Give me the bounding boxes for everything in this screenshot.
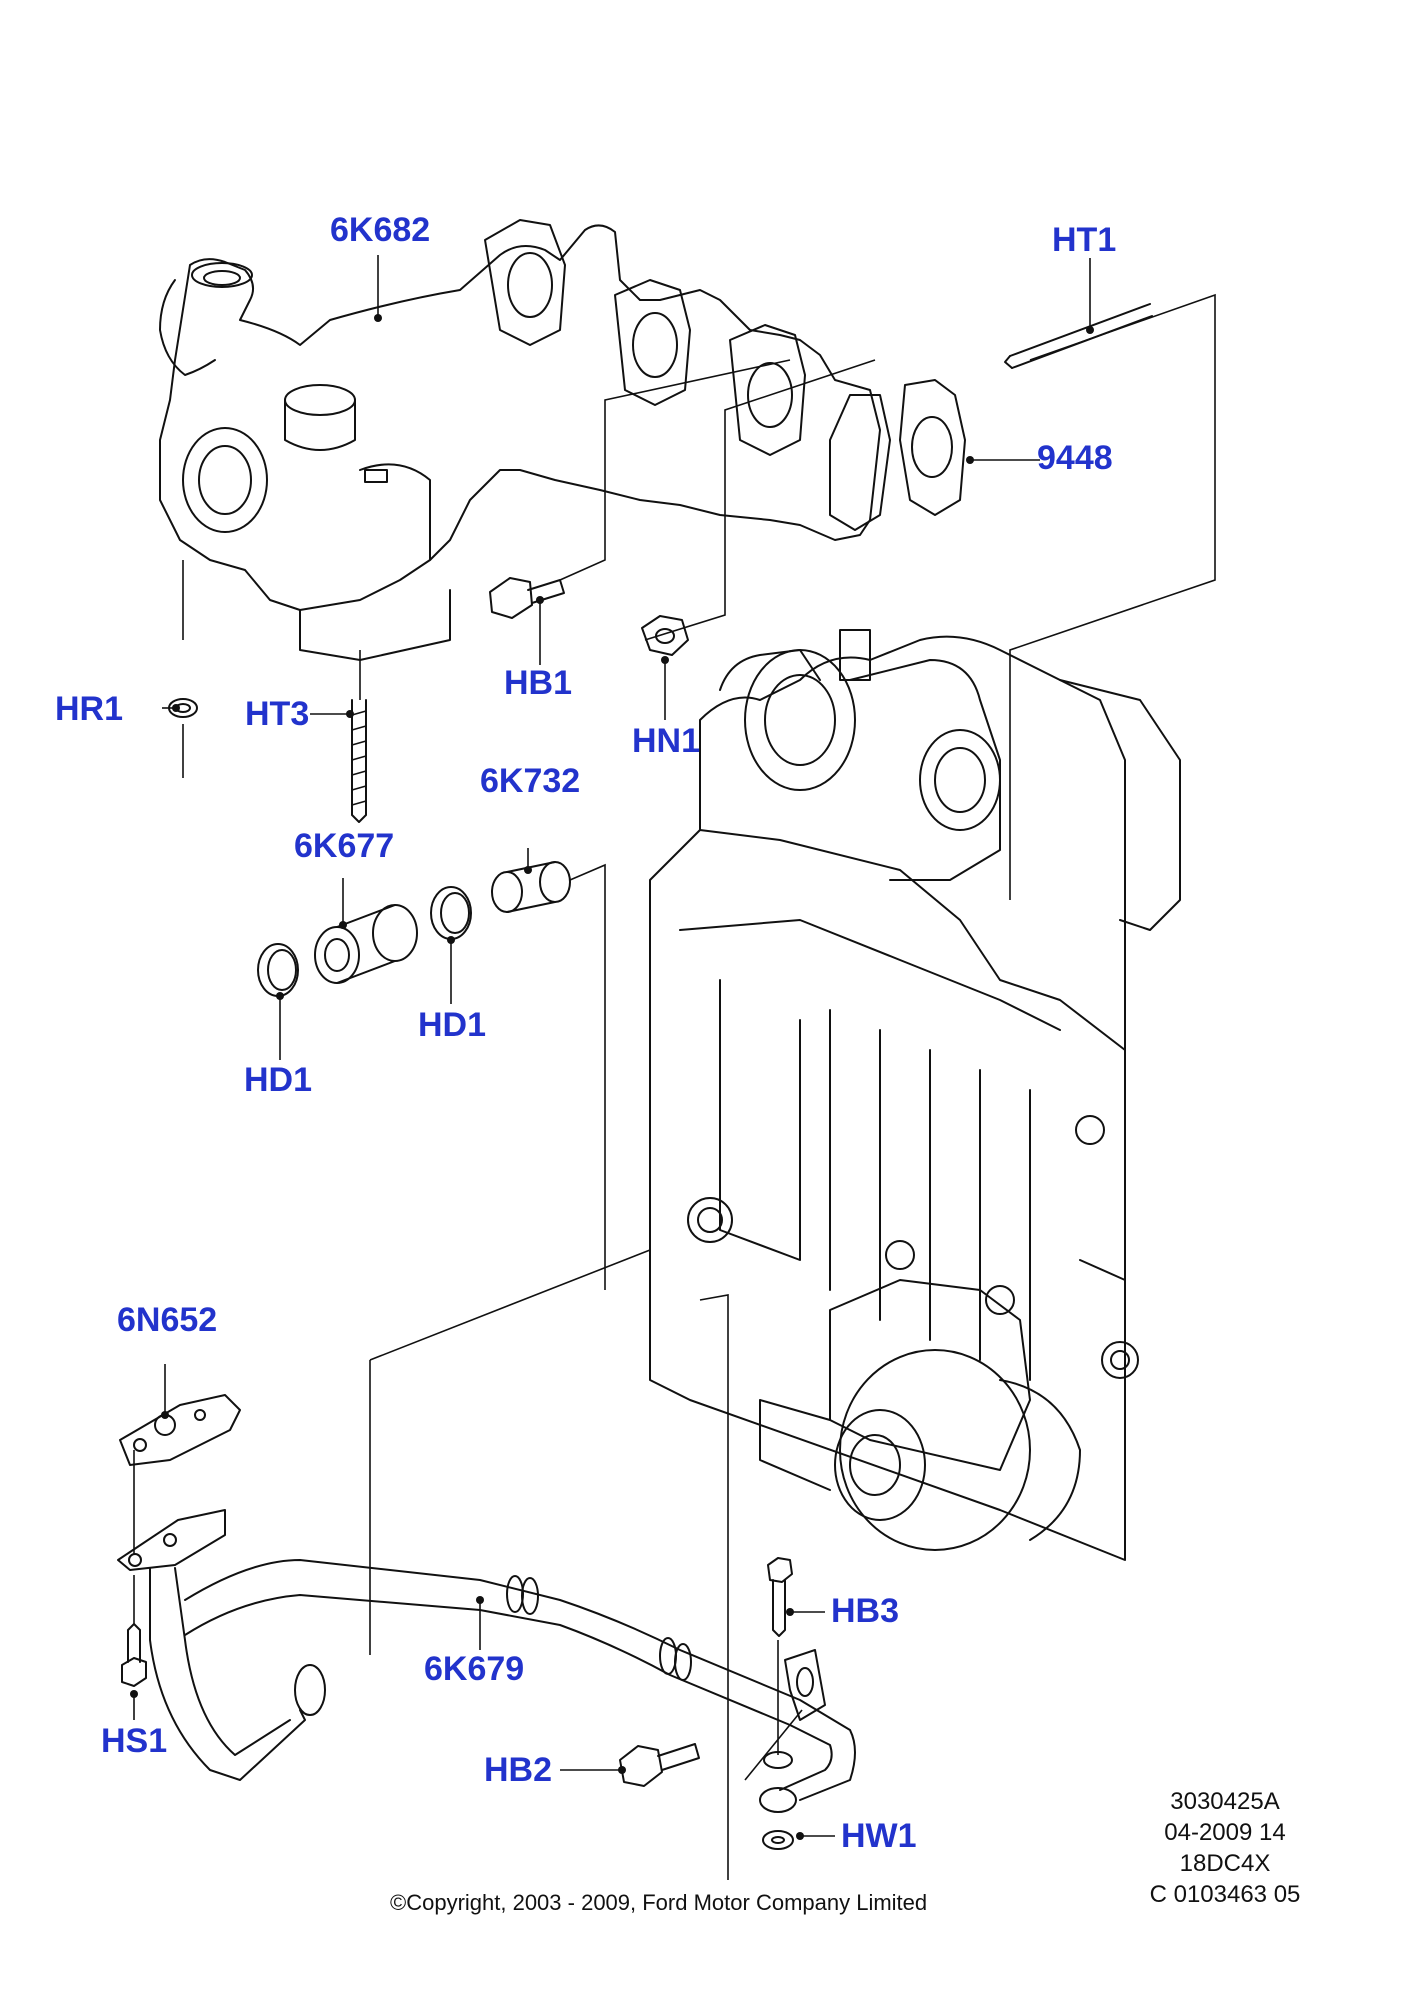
label-HD1-right: HD1 xyxy=(418,1006,487,1044)
engine-block-drawing xyxy=(649,629,1181,1561)
label-HS1: HS1 xyxy=(101,1722,168,1760)
label-HB2: HB2 xyxy=(484,1751,553,1789)
reference-code-1: 3030425A xyxy=(1170,1788,1280,1815)
label-6K679: 6K679 xyxy=(424,1650,525,1688)
reference-code-2: 04-2009 14 xyxy=(1164,1819,1286,1846)
label-6K732: 6K732 xyxy=(480,762,581,800)
exhaust-manifold-drawing xyxy=(159,219,966,661)
label-HT1: HT1 xyxy=(1052,221,1117,259)
label-HN1: HN1 xyxy=(632,722,701,760)
label-HW1: HW1 xyxy=(841,1817,917,1855)
leader-lines xyxy=(130,255,1216,1880)
reference-code-3: 18DC4X xyxy=(1179,1850,1271,1877)
label-6N652: 6N652 xyxy=(117,1301,218,1339)
label-6K677: 6K677 xyxy=(294,827,395,865)
label-6K682: 6K682 xyxy=(330,211,431,249)
label-9448: 9448 xyxy=(1037,439,1113,477)
reference-code-4: C 0103463 05 xyxy=(1149,1881,1301,1908)
loose-parts-drawing xyxy=(117,303,1153,1850)
label-HD1-left: HD1 xyxy=(244,1061,313,1099)
copyright-notice: ©Copyright, 2003 - 2009, Ford Motor Comp… xyxy=(390,1890,928,1915)
label-HR1: HR1 xyxy=(55,690,124,728)
label-HT3: HT3 xyxy=(245,695,310,733)
label-HB3: HB3 xyxy=(831,1592,900,1630)
label-HB1: HB1 xyxy=(504,664,573,702)
